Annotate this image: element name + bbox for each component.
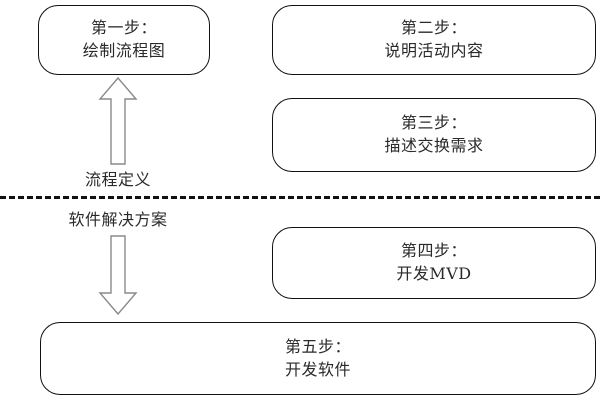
step-4-body: 开发MVD <box>396 264 472 283</box>
step-box-4[interactable]: 第四步： 开发MVD <box>272 227 596 299</box>
step-5-body: 开发软件 <box>284 359 351 379</box>
step-2-heading: 第二步： <box>400 18 467 38</box>
step-box-5[interactable]: 第五步： 开发软件 <box>40 322 596 395</box>
step-1-heading: 第一步： <box>90 18 157 38</box>
step-4-heading: 第四步： <box>400 241 467 261</box>
arrow-up-icon <box>98 76 138 165</box>
step-3-heading: 第三步： <box>400 113 467 133</box>
step-box-3[interactable]: 第三步： 描述交换需求 <box>272 98 596 172</box>
step-3-body: 描述交换需求 <box>384 136 484 155</box>
step-box-1[interactable]: 第一步： 绘制流程图 <box>38 5 210 75</box>
label-process-definition: 流程定义 <box>84 170 151 189</box>
step-2-body: 说明活动内容 <box>384 41 484 60</box>
step-box-2[interactable]: 第二步： 说明活动内容 <box>272 5 596 75</box>
label-software-solution: 软件解决方案 <box>68 210 168 229</box>
arrow-down-icon <box>98 235 138 316</box>
section-divider-dashed <box>0 196 600 199</box>
step-5-heading: 第五步： <box>284 336 351 356</box>
step-1-body: 绘制流程图 <box>82 41 166 60</box>
